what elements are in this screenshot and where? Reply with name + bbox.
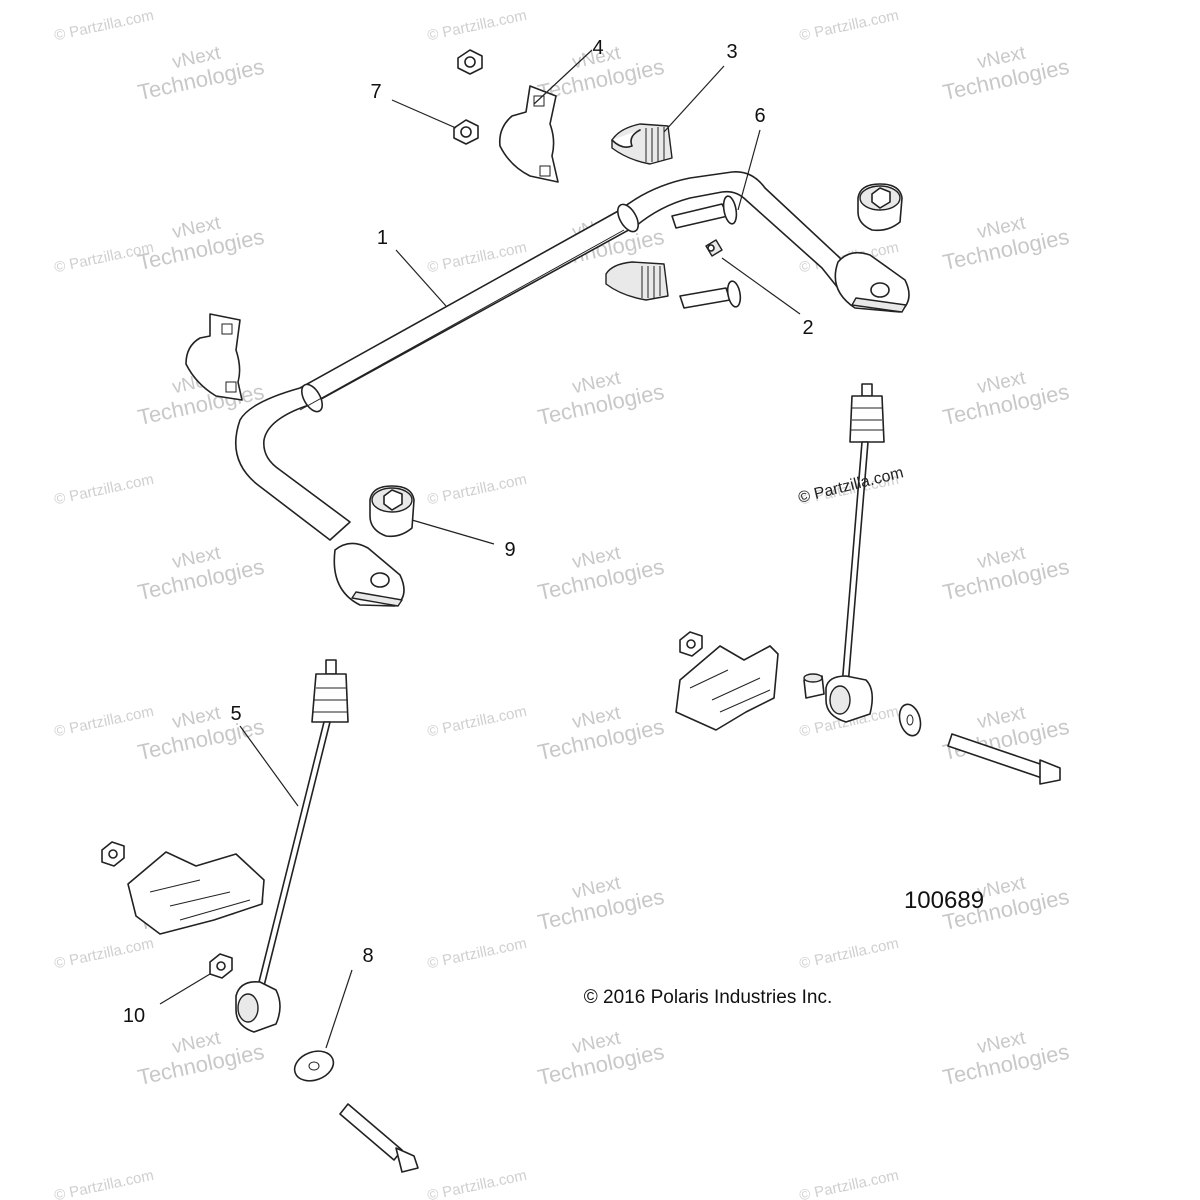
watermark-site: © Partzilla.com: [426, 703, 528, 741]
leader-3: [663, 65, 725, 133]
bracket-left[interactable]: [185, 313, 243, 401]
bolt-upper[interactable]: [671, 195, 738, 229]
round-bushing-upper[interactable]: [857, 183, 903, 232]
washer-8[interactable]: [290, 1046, 337, 1086]
callout-5: 5: [230, 703, 241, 725]
leader-lines: [159, 49, 801, 1049]
bushing-lower[interactable]: [605, 261, 669, 301]
watermark-site: © Partzilla.com: [53, 1167, 155, 1200]
leader-7: [391, 99, 457, 129]
link-rod-right[interactable]: [825, 383, 885, 723]
bushing-upper[interactable]: [611, 123, 673, 165]
watermark-site: © Partzilla.com: [426, 935, 528, 973]
figure-id: 100689: [904, 887, 984, 914]
nut-top[interactable]: [457, 49, 483, 75]
callout-6: 6: [754, 105, 765, 127]
leader-6: [737, 129, 761, 211]
callout-10: 10: [123, 1005, 145, 1027]
bolt-right[interactable]: [947, 733, 1061, 785]
leader-8: [325, 969, 353, 1049]
watermark-site: © Partzilla.com: [53, 935, 155, 973]
mount-bracket-right[interactable]: [675, 645, 779, 731]
watermark-site: © Partzilla.com: [798, 1167, 900, 1200]
mount-bracket-left[interactable]: [127, 851, 265, 935]
copyright-text: © 2016 Polaris Industries Inc.: [584, 987, 832, 1008]
stabilizer-bar[interactable]: [234, 171, 910, 607]
bolt-lower[interactable]: [679, 280, 742, 309]
callout-4: 4: [592, 37, 603, 59]
leader-10: [159, 973, 211, 1005]
watermark-site: © Partzilla.com: [53, 7, 155, 45]
watermark-site: © Partzilla.com: [53, 703, 155, 741]
callout-7: 7: [370, 81, 381, 103]
callouts: 1 2 3 4 5 6 7 8 9 10: [123, 37, 814, 1027]
nut-10[interactable]: [209, 953, 233, 979]
watermark-site: © Partzilla.com: [426, 1167, 528, 1200]
bolt-left[interactable]: [339, 1103, 419, 1173]
leader-9: [411, 519, 495, 545]
spacer-right[interactable]: [803, 673, 825, 699]
watermark-site: © Partzilla.com: [798, 7, 900, 45]
watermark-site: © Partzilla.com: [426, 471, 528, 509]
leader-2: [721, 257, 801, 315]
leader-5: [239, 725, 299, 807]
grease-fitting[interactable]: [705, 239, 723, 257]
nut-right-bracket[interactable]: [679, 631, 703, 657]
callout-1: 1: [377, 227, 388, 249]
watermark-site: © Partzilla.com: [798, 935, 900, 973]
callout-2: 2: [802, 317, 813, 339]
washer-right[interactable]: [896, 702, 924, 738]
watermark-site: © Partzilla.com: [426, 7, 528, 45]
callout-3: 3: [726, 41, 737, 63]
watermark-site: © Partzilla.com: [53, 471, 155, 509]
nut-7[interactable]: [453, 119, 479, 145]
leader-1: [395, 249, 447, 307]
nut-left-bracket[interactable]: [101, 841, 125, 867]
link-rod-left[interactable]: [235, 659, 349, 1033]
bracket-upper[interactable]: [498, 85, 559, 183]
leader-4: [533, 49, 593, 105]
callout-8: 8: [362, 945, 373, 967]
round-bushing-lower[interactable]: [369, 485, 415, 538]
callout-9: 9: [504, 539, 515, 561]
